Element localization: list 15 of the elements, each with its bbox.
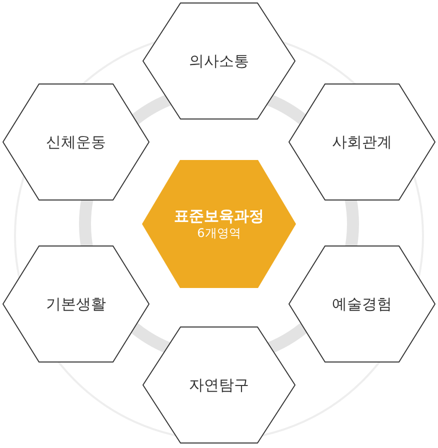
node-label: 예술경험 — [332, 294, 392, 314]
hexagon — [141, 159, 297, 289]
hexagon — [142, 326, 296, 444]
hexagon — [2, 245, 150, 363]
node-label: 기본생활 — [46, 294, 106, 314]
hexagon — [288, 245, 436, 363]
node-label: 신체운동 — [46, 132, 106, 152]
hexagon — [288, 83, 436, 201]
node-label: 의사소통 — [189, 52, 249, 70]
node-sublabel: 6개영역 — [197, 226, 241, 241]
node-label: 자연탐구 — [189, 376, 249, 394]
hexagon — [142, 2, 296, 120]
node-label: 사회관계 — [332, 132, 392, 152]
hexagon — [2, 83, 150, 201]
node-label: 표준보육과정 — [174, 207, 264, 226]
